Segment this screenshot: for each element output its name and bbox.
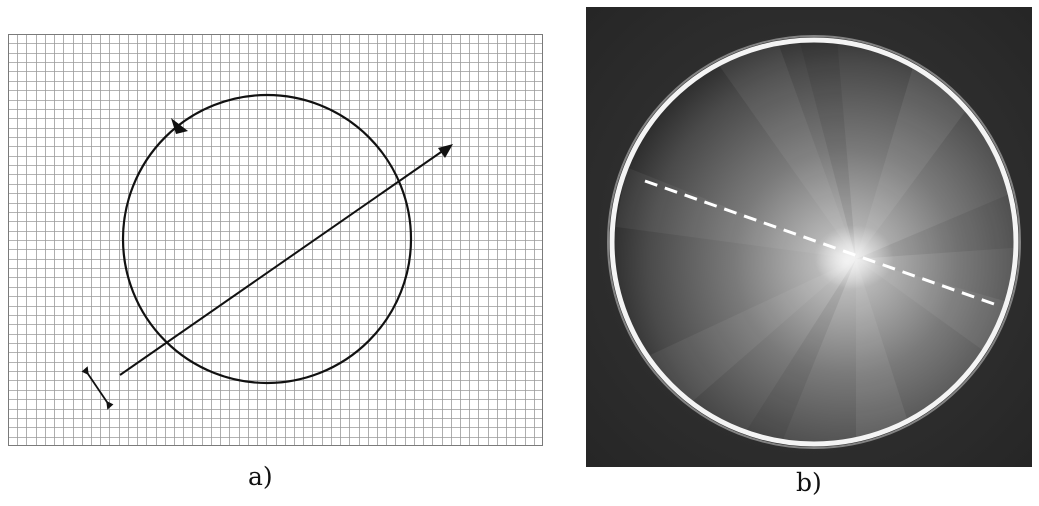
rotation-direction-arrowhead: [171, 118, 188, 134]
reconstruction-image: [586, 7, 1032, 467]
double-arrow-head-bottom-icon: [106, 400, 114, 410]
panel-b-caption: b): [796, 468, 822, 497]
grid-diagram: [8, 34, 543, 446]
source-trajectory-circle: [121, 93, 413, 385]
ring-halo: [607, 35, 1021, 449]
double-arrow-line: [85, 370, 110, 406]
streak-artifacts: [616, 42, 1014, 442]
double-arrow-head-top-icon: [81, 366, 89, 376]
panel-a-diagram: [8, 34, 543, 446]
projection-ray-line: [119, 149, 445, 376]
bright-outer-ring: [609, 37, 1019, 447]
bright-center-spot: [814, 225, 894, 289]
panel-b-image: [586, 7, 1032, 467]
panel-a-caption: a): [248, 462, 273, 491]
ray-arrowhead-icon: [438, 144, 453, 158]
pixel-grid: [8, 34, 543, 446]
grid-border: [8, 34, 543, 446]
